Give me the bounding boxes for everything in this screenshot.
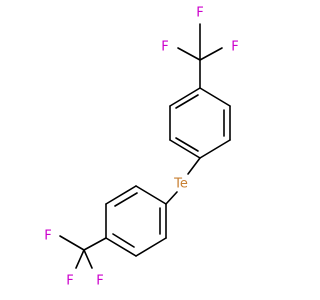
fluorine-atom-lower-left: F [44,229,51,244]
bond-ring-upper-1 [199,87,231,107]
bond-ring-upper-6 [169,87,201,107]
fluorine-atom-lower-bottom: F [66,274,73,289]
bond-ring-cf3-lower [83,237,107,251]
fluorine-atom-upper-top: F [196,6,203,21]
bond-ring-lower-double-2 [112,233,135,248]
fluorine-atom-upper-right: F [231,40,238,55]
bond-c-f-lower-bottom [75,249,85,269]
structure-canvas: F F F Te F F F [44,5,239,289]
bond-ring-upper-3 [199,139,231,159]
molecule-drawing: F F F Te F F F [44,6,238,289]
bond-c-f-lower-right [83,249,93,269]
bond-c-f-upper-right [199,47,223,61]
lower-cf3-group [59,235,107,269]
bond-ring-upper-double-2 [175,137,199,152]
bond-c-f-lower-left [59,235,85,251]
upper-benzene-ring [169,87,231,159]
fluorine-atom-upper-left: F [161,40,168,55]
fluorine-atom-lower-right: F [96,274,103,289]
bond-te-ring-lower [165,191,178,205]
upper-cf3-group [177,23,223,89]
bond-c-f-upper-left [177,47,201,61]
tellurium-atom: Te [173,177,188,192]
lower-benzene-ring [105,185,167,257]
bond-ring-lower-double-1 [114,192,138,207]
bond-ring-upper-4 [169,139,201,159]
bond-ring-lower-5 [135,237,167,257]
bond-ring-upper-double-3 [175,94,199,109]
bond-ring-te-upper [187,157,201,175]
bond-ring-lower-4 [105,237,137,257]
bond-ring-lower-2 [105,185,137,205]
bond-ring-lower-1 [135,185,167,205]
